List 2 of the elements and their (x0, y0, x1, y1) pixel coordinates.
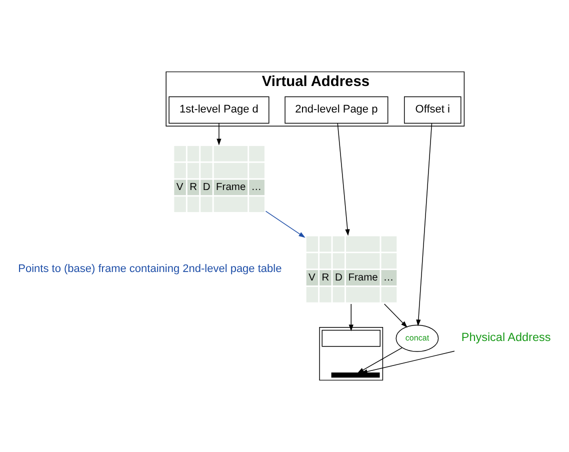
node-text: Physical Address (461, 331, 551, 344)
label: Points to (base) frame containing 2nd-level page table (18, 262, 282, 275)
